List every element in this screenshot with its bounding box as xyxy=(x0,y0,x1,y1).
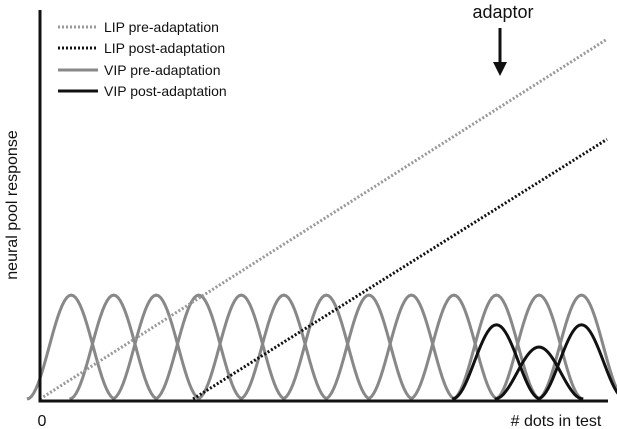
vip-pre-curve-0 xyxy=(26,293,116,401)
vip-pre-curve-10 xyxy=(451,293,542,401)
vip-pre-curve-8 xyxy=(366,293,457,401)
vip-pre-curve-1 xyxy=(69,293,159,401)
vip-post-curve-1 xyxy=(494,345,584,401)
adaptor-label: adaptor xyxy=(472,2,533,22)
x-axis-label: # dots in test xyxy=(511,413,602,429)
vip-pre-curve-2 xyxy=(111,293,201,401)
vip-post-curve-2 xyxy=(536,323,617,401)
legend-label-vip-post: VIP post-adaptation xyxy=(104,83,227,99)
vip-pre-adaptation-curves xyxy=(26,293,617,401)
lip-post-adaptation-line xyxy=(192,138,608,401)
vip-pre-curve-5 xyxy=(239,293,329,401)
legend: LIP pre-adaptation LIP post-adaptation V… xyxy=(58,19,227,99)
vip-post-curve-0 xyxy=(451,323,541,401)
vip-post-adaptation-curves xyxy=(451,323,617,401)
legend-item-lip-pre: LIP pre-adaptation xyxy=(58,19,219,35)
legend-item-lip-post: LIP post-adaptation xyxy=(58,40,225,56)
vip-pre-curve-7 xyxy=(324,293,414,401)
vip-pre-curve-4 xyxy=(196,293,286,401)
vip-pre-curve-11 xyxy=(494,293,584,401)
vip-pre-curve-9 xyxy=(409,293,499,401)
y-axis-label: neural pool response xyxy=(4,130,21,280)
legend-label-vip-pre: VIP pre-adaptation xyxy=(104,62,221,78)
legend-label-lip-pre: LIP pre-adaptation xyxy=(104,19,219,35)
origin-label: 0 xyxy=(38,413,47,429)
legend-label-lip-post: LIP post-adaptation xyxy=(104,40,225,56)
vip-pre-curve-12 xyxy=(536,293,617,401)
legend-item-vip-pre: VIP pre-adaptation xyxy=(58,62,221,78)
legend-item-vip-post: VIP post-adaptation xyxy=(58,83,227,99)
vip-pre-curve-6 xyxy=(281,293,371,401)
vip-pre-curve-3 xyxy=(154,293,244,401)
adaptor-arrow-icon xyxy=(493,28,507,76)
